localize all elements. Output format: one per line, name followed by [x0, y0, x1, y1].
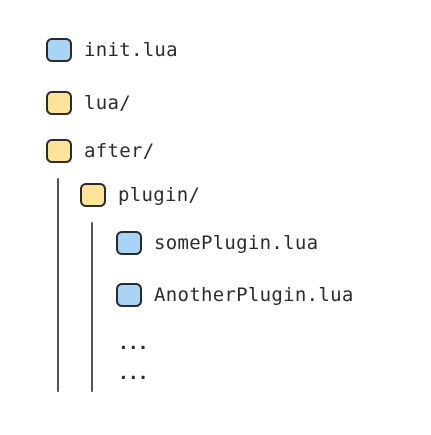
tree-item-label: after/	[84, 140, 155, 162]
folder-icon	[46, 139, 72, 163]
tree-item-init-lua[interactable]: init.lua	[46, 35, 178, 65]
more-items-ellipsis: ...	[118, 363, 148, 384]
tree-item-after-folder[interactable]: after/	[46, 136, 154, 166]
plugin-indent-guide	[91, 222, 93, 392]
file-icon	[116, 231, 142, 255]
folder-icon	[80, 183, 106, 207]
file-icon	[46, 38, 72, 62]
tree-item-lua-folder[interactable]: lua/	[46, 88, 131, 118]
folder-icon	[46, 91, 72, 115]
after-indent-guide	[57, 178, 59, 392]
tree-item-someplugin-lua[interactable]: somePlugin.lua	[116, 228, 318, 258]
tree-item-label: lua/	[84, 92, 131, 114]
tree-item-label: plugin/	[118, 184, 201, 206]
tree-item-anotherplugin-lua[interactable]: AnotherPlugin.lua	[116, 280, 354, 310]
tree-item-plugin-folder[interactable]: plugin/	[80, 180, 200, 210]
file-icon	[116, 283, 142, 307]
tree-item-label: init.lua	[84, 39, 178, 61]
tree-item-label: AnotherPlugin.lua	[154, 284, 354, 306]
tree-item-label: somePlugin.lua	[154, 232, 319, 254]
more-items-ellipsis: ...	[118, 333, 148, 354]
